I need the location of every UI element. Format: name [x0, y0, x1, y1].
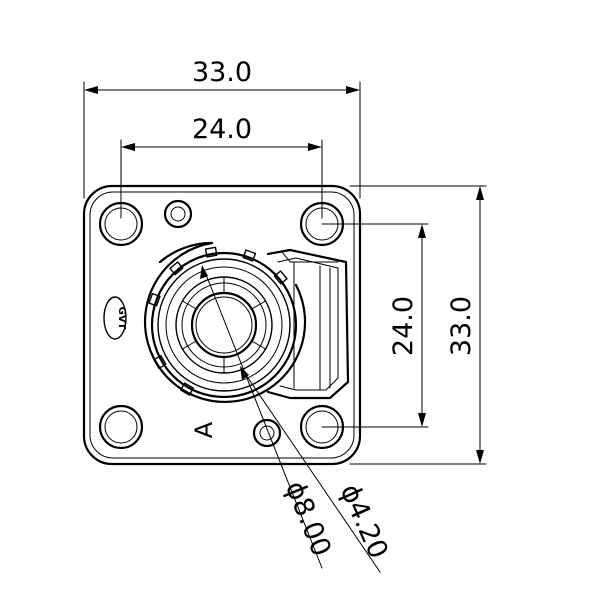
dim-hole-pitch-width-label: 24.0: [192, 114, 252, 145]
latch-housing: [266, 248, 350, 400]
inner-rib-4: [181, 340, 197, 350]
outer-notch-1: [242, 249, 257, 262]
mounting-hole-bottom-left: [98, 404, 144, 450]
inner-rib-5: [181, 300, 197, 310]
inner-rib-1: [251, 300, 267, 310]
outer-notch-3: [179, 382, 195, 396]
inner-rib-2: [251, 340, 267, 350]
dim-hole-pitch-width: 24.0: [121, 114, 322, 151]
dim-diameter-small-label: ϕ4.20: [334, 480, 394, 564]
dim-hole-pitch-height-label: 24.0: [388, 296, 419, 356]
logo-emblem: GVT: [103, 296, 127, 340]
dim-overall-height: 33.0: [446, 186, 484, 464]
dim-overall-height-label: 33.0: [446, 296, 477, 356]
extension-lines: [83, 81, 487, 465]
flange-body: [82, 184, 362, 466]
outer-notch-0: [204, 246, 218, 258]
dim-diameter-large-label: ϕ8.00: [279, 477, 337, 561]
marking-letter: A: [190, 421, 218, 438]
logo-text: GVT: [116, 307, 127, 330]
outer-notch-5: [148, 292, 161, 307]
outer-notch-4: [153, 354, 167, 370]
dim-overall-width: 33.0: [84, 57, 360, 94]
boss-bottom: [252, 418, 282, 448]
boss-top: [163, 199, 193, 229]
dim-overall-width-label: 33.0: [192, 57, 252, 88]
leader-diameter-large: ϕ8.00: [200, 265, 337, 569]
dim-hole-pitch-height: 24.0: [388, 224, 426, 427]
socket-notches: [148, 246, 288, 396]
outer-notch-6: [169, 261, 184, 276]
outer-notch-2: [273, 270, 288, 285]
